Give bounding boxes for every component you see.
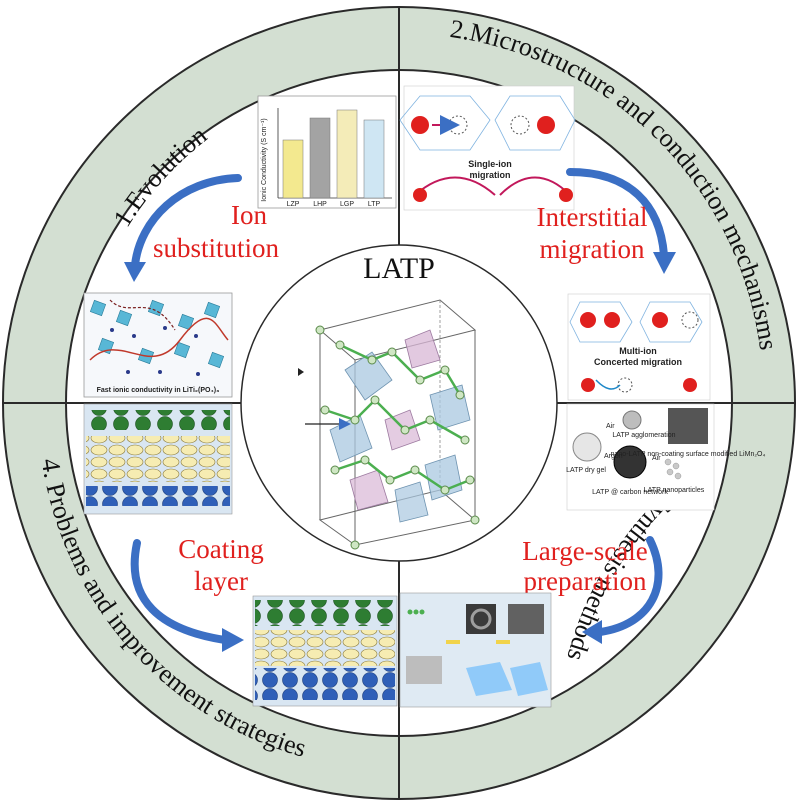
bar-label-lgp: LGP: [340, 201, 354, 208]
synthesis-nanoparticles: LATP nanoparticles: [644, 487, 705, 494]
battery-layers-figure-lower: [252, 595, 398, 707]
coating-arrowhead: [222, 628, 244, 652]
bar-label-lhp: LHP: [313, 201, 327, 208]
evolution-arrowhead: [124, 262, 146, 282]
topic-coating-line2: layer: [194, 566, 248, 596]
synthesis-coating-note: nano-LATP non-coating surface modified L…: [611, 451, 766, 458]
ion-substitution-bar-chart: LZP LHP LGP LTP Ionic Conductivity (S cm…: [257, 95, 397, 209]
synthesis-arrowhead: [582, 620, 602, 644]
single-ion-label-1: Single-ion: [468, 159, 512, 169]
topic-interstitial-line2: migration: [540, 234, 645, 264]
multi-ion-migration-figure: Multi-ion Concerted migration: [567, 293, 711, 401]
topic-coating-line1: Coating: [178, 534, 264, 564]
synthesis-arrow: [596, 536, 663, 636]
synthesis-dry-gel: LATP dry gel: [566, 467, 606, 474]
evolution-arrow: [131, 174, 242, 269]
topic-largescale-line1: Large-scale: [522, 536, 647, 566]
center-title: LATP: [363, 252, 435, 285]
bar-label-lzp: LZP: [287, 201, 300, 208]
topic-ion-line1: Ion: [231, 200, 267, 230]
coating-arrow: [130, 539, 229, 644]
crystal-structure-image: [298, 299, 480, 550]
topic-ion-line2: substitution: [153, 233, 280, 263]
single-ion-migration-figure: Single-ion migration: [399, 85, 576, 211]
single-ion-label-2: migration: [469, 170, 510, 180]
printing-process-figure: [399, 592, 552, 708]
battery-layers-figure-upper: [83, 403, 233, 515]
topic-interstitial-line1: Interstitial: [537, 202, 648, 232]
topic-largescale-line2: preparation: [524, 566, 647, 596]
fast-ionic-conductivity-figure: Fast ionic conductivity in LiTi₂(PO₄)₃: [83, 292, 233, 398]
synthesis-carbon-network: LATP @ carbon network: [592, 489, 668, 496]
crystal-caption: Fast ionic conductivity in LiTi₂(PO₄)₃: [97, 387, 220, 394]
mechanism-arrowhead: [653, 252, 676, 274]
multi-ion-label-2: Concerted migration: [594, 357, 682, 367]
mechanism-arrow: [566, 168, 668, 259]
bar-label-ltp: LTP: [368, 201, 381, 208]
synthesis-air-2: Air: [652, 455, 661, 462]
synthesis-argon: Argon: [604, 453, 623, 460]
synthesis-agglomeration: LATP agglomeration: [612, 432, 675, 439]
multi-ion-label-1: Multi-ion: [619, 346, 657, 356]
synthesis-figure: LATP dry gel LATP agglomeration LATP @ c…: [566, 403, 766, 511]
synthesis-air-1: Air: [606, 423, 615, 430]
bar-chart-ylabel: Ionic Conductivity (S cm⁻¹): [261, 118, 268, 201]
